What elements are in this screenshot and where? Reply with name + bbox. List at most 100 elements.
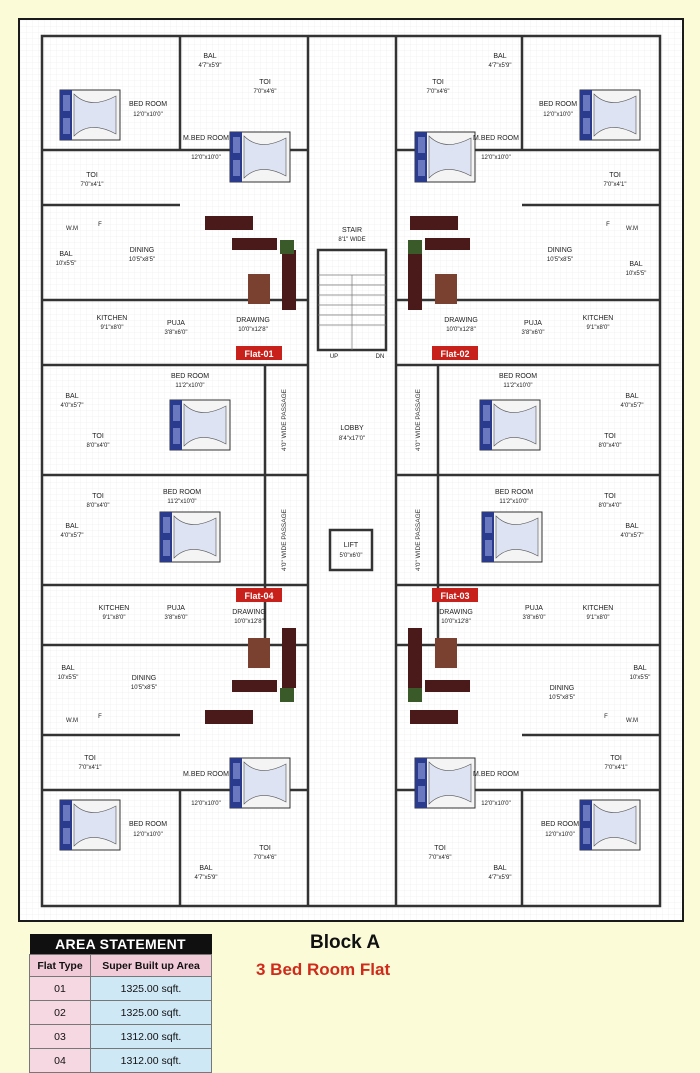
flat-type-cell: 01 (29, 976, 91, 1001)
room-label: BED ROOM (499, 373, 537, 380)
room-label: TOI (434, 845, 446, 852)
bed-furniture (479, 399, 541, 451)
room-dimension: 12'0"x10'0" (543, 112, 573, 118)
area-statement-title: AREA STATEMENT (29, 934, 212, 955)
room-label: BAL (61, 665, 74, 672)
room-label: BAL (629, 261, 642, 268)
column-header-flat-type: Flat Type (29, 954, 91, 977)
passage-label: 4'0" WIDE PASSAGE (281, 508, 288, 571)
area-cell: 1312.00 sqft. (90, 1024, 212, 1049)
room-dimension: 7'0"x4'6" (427, 89, 450, 95)
room-dimension: 10'5"x8'5" (129, 257, 155, 263)
room-label: KITCHEN (99, 605, 130, 612)
room-dimension: 4'0"x5'7" (621, 403, 644, 409)
room-dimension: 7'0"x4'6" (429, 855, 452, 861)
room-label: M.BED ROOM (183, 771, 229, 778)
bed-furniture (579, 799, 641, 851)
room-dimension: 12'0"x10'0" (545, 832, 575, 838)
room-label: PUJA (525, 605, 543, 612)
room-dimension: 7'0"x4'6" (254, 89, 277, 95)
svg-text:Flat-03: Flat-03 (440, 591, 469, 601)
room-label: BED ROOM (129, 821, 167, 828)
room-dimension: 4'7"x5'9" (489, 875, 512, 881)
room-label: BAL (65, 523, 78, 530)
passage-label: 4'0" WIDE PASSAGE (415, 508, 422, 571)
room-label: KITCHEN (583, 605, 614, 612)
room-label: TOI (610, 755, 622, 762)
room-dimension: 10'x5'5" (58, 675, 79, 681)
area-cell: 1325.00 sqft. (90, 1000, 212, 1025)
room-label: DRAWING (439, 609, 473, 616)
flat-tag-02: Flat-02 (432, 346, 478, 360)
room-label: KITCHEN (97, 315, 128, 322)
room-dimension: 10'x5'5" (56, 261, 77, 267)
lift-dimension: 5'0"x6'0" (340, 553, 363, 559)
area-cell: 1325.00 sqft. (90, 976, 212, 1001)
bed-furniture (59, 89, 121, 141)
room-dimension: 10'x5'5" (626, 271, 647, 277)
room-dimension: 8'0"x4'0" (87, 503, 110, 509)
room-dimension: 12'0"x10'0" (191, 801, 221, 807)
stair-up-label: UP (330, 354, 338, 360)
room-dimension: 8'0"x4'0" (87, 443, 110, 449)
bed-furniture (169, 399, 231, 451)
svg-text:Flat-02: Flat-02 (440, 349, 469, 359)
room-dimension: 11'2"x10'0" (167, 499, 196, 505)
room-dimension: 12'0"x10'0" (481, 155, 511, 161)
room-dimension: 11'2"x10'0" (503, 383, 532, 389)
room-label: TOI (259, 845, 271, 852)
room-dimension: 7'0"x4'1" (604, 182, 627, 188)
room-dimension: 9'1"x8'0" (103, 615, 126, 621)
room-label: BED ROOM (171, 373, 209, 380)
room-label: W.M (66, 226, 78, 232)
lift-label: LIFT (344, 542, 359, 549)
room-dimension: 7'0"x4'1" (81, 182, 104, 188)
passage-label: 4'0" WIDE PASSAGE (281, 388, 288, 451)
room-dimension: 10'0"x12'8" (446, 327, 476, 333)
room-label: PUJA (167, 320, 185, 327)
room-label: F (98, 714, 102, 720)
block-subtitle: 3 Bed Room Flat (256, 960, 391, 979)
room-label: TOI (259, 79, 271, 86)
room-label: PUJA (167, 605, 185, 612)
room-label: DINING (550, 685, 575, 692)
room-dimension: 3'8"x6'0" (523, 615, 546, 621)
room-dimension: 11'2"x10'0" (499, 499, 528, 505)
room-dimension: 4'7"x5'9" (489, 63, 512, 69)
room-dimension: 8'0"x4'0" (599, 503, 622, 509)
room-label: BAL (633, 665, 646, 672)
room-label: W.M (626, 226, 638, 232)
room-dimension: 7'0"x4'6" (254, 855, 277, 861)
room-dimension: 7'0"x4'1" (79, 765, 102, 771)
room-label: M.BED ROOM (183, 135, 229, 142)
room-label: M.BED ROOM (473, 135, 519, 142)
column-header-area: Super Built up Area (90, 954, 212, 977)
room-dimension: 9'1"x8'0" (587, 325, 610, 331)
room-label: TOI (86, 172, 98, 179)
room-label: BED ROOM (495, 489, 533, 496)
bed-furniture (481, 511, 543, 563)
room-dimension: 11'2"x10'0" (175, 383, 204, 389)
room-label: BED ROOM (541, 821, 579, 828)
room-dimension: 12'0"x10'0" (481, 801, 511, 807)
stair-treads (318, 274, 386, 350)
block-title: Block A (310, 932, 381, 953)
room-label: TOI (84, 755, 96, 762)
room-label: BAL (59, 251, 72, 258)
room-dimension: 7'0"x4'1" (605, 765, 628, 771)
flat-type-cell: 03 (29, 1024, 91, 1049)
flat-tag-03: Flat-03 (432, 588, 478, 602)
stair-dimension: 8'1" WIDE (338, 237, 365, 243)
lobby-label: LOBBY (340, 425, 364, 432)
room-dimension: 12'0"x10'0" (133, 112, 163, 118)
room-label: F (98, 222, 102, 228)
room-label: DRAWING (232, 609, 266, 616)
room-label: BAL (203, 53, 216, 60)
room-label: TOI (604, 433, 616, 440)
room-dimension: 10'5"x8'5" (549, 695, 575, 701)
room-dimension: 3'8"x6'0" (165, 330, 188, 336)
room-label: BAL (65, 393, 78, 400)
room-label: W.M (626, 718, 638, 724)
room-label: DRAWING (236, 317, 270, 324)
room-label: DRAWING (444, 317, 478, 324)
